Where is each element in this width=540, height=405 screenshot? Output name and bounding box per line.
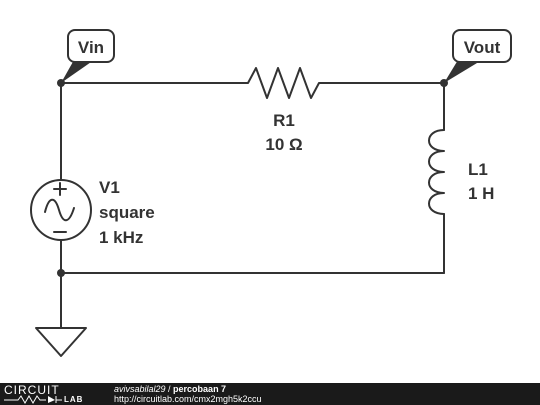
v1-waveform: square [99,203,155,222]
schematic-diagram: Vin Vout R1 10 Ω L1 1 H V1 square 1 kHz [30,29,512,357]
vin-tag-pointer [61,60,94,83]
r1-name: R1 [273,111,295,130]
l1-value: 1 H [468,184,494,203]
vin-label: Vin [78,38,104,57]
circuit-title[interactable]: percobaan 7 [173,384,227,394]
inductor-coil [428,129,445,215]
l1-name: L1 [468,160,488,179]
junction-bottom-left [57,269,65,277]
logo-resistor-icon [4,395,62,404]
vout-tag-pointer [444,60,482,83]
logo-text-lab: LAB [64,395,84,404]
v1-name: V1 [99,178,120,197]
vout-label: Vout [464,38,501,57]
logo-text-circuit: CIRCUIT [4,383,60,397]
vout-tag-box[interactable] [452,29,512,63]
circuit-url[interactable]: http://circuitlab.com/cmx2mgh5k2ccu [114,394,262,404]
footer-bar: CIRCUIT LAB avivsabilal29 / percobaan 7 … [0,383,540,405]
circuit-meta: avivsabilal29 / percobaan 7 http://circu… [114,384,262,404]
vin-tag-box[interactable] [67,29,115,63]
sine-wave-icon [44,198,75,222]
author-link[interactable]: avivsabilal29 [114,384,166,394]
ground-icon [35,327,87,357]
v1-frequency: 1 kHz [99,228,143,247]
voltage-source-circle [30,179,92,241]
circuit-owner-title: avivsabilal29 / percobaan 7 [114,384,262,394]
circuitlab-logo[interactable]: CIRCUIT LAB [4,384,96,404]
r1-value: 10 Ω [265,135,302,154]
path-separator: / [165,384,174,394]
top-wire [60,67,445,99]
